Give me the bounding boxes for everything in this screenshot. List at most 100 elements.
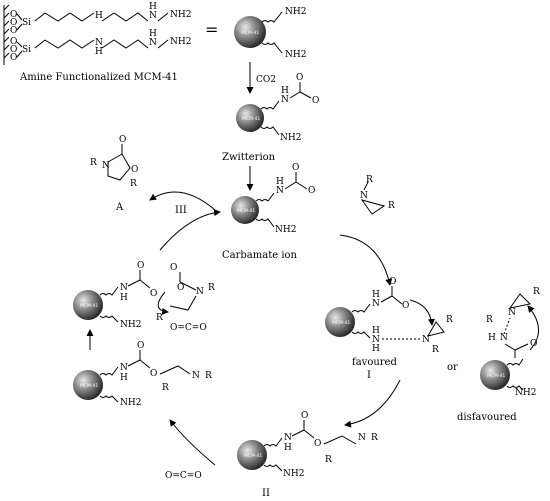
svg-text:NH2: NH2 (285, 50, 306, 60)
svg-text:H: H (120, 373, 128, 383)
nh-label: N (149, 38, 157, 48)
svg-text:O: O (530, 339, 537, 349)
zwitterion-structure: MCM-41 N H O O NH2 Zwitterion (222, 73, 319, 163)
svg-text:O: O (150, 289, 157, 299)
svg-text:O: O (292, 163, 299, 173)
nh-label: N (95, 38, 103, 48)
svg-text:N: N (422, 335, 430, 345)
o-label: O (10, 45, 17, 55)
svg-text:H: H (281, 86, 289, 96)
svg-text:O: O (296, 73, 303, 83)
svg-text:MCM-41: MCM-41 (241, 30, 259, 36)
o-label: O (10, 37, 17, 47)
svg-text:O: O (137, 261, 144, 271)
mcm41-ball-amine: MCM-41 NH2 NH2 (234, 7, 306, 60)
svg-text:MCM-41: MCM-41 (80, 303, 98, 309)
svg-text:N: N (120, 363, 128, 373)
svg-text:R: R (533, 287, 540, 297)
svg-text:NH2: NH2 (283, 469, 304, 479)
svg-text:N: N (508, 308, 516, 318)
step-i-label: I (367, 370, 371, 381)
svg-text:R: R (486, 315, 493, 325)
aziridine-reagent: N R R (360, 175, 395, 215)
svg-text:R: R (205, 371, 212, 381)
zwitterion-label: Zwitterion (222, 152, 276, 163)
co2-bound-intermediate: MCM-41 N H O O N R R NH2 O=C=O (73, 323, 212, 408)
svg-text:O: O (308, 186, 315, 196)
svg-text:O: O (131, 165, 138, 175)
si-label: Si (22, 45, 31, 55)
step-iii-label: III (175, 205, 187, 216)
svg-text:N: N (276, 186, 284, 196)
co2-molecule: O=C=O (165, 471, 202, 481)
svg-text:N: N (281, 95, 289, 105)
o-label: O (10, 18, 17, 28)
svg-text:R: R (432, 345, 439, 355)
svg-text:R: R (162, 383, 169, 393)
svg-text:N: N (196, 287, 204, 297)
svg-text:O: O (150, 369, 157, 379)
o-label: O (10, 53, 17, 63)
carbamate-label: Carbamate ion (222, 250, 298, 261)
svg-text:N: N (360, 191, 368, 201)
carbamate-structure: MCM-41 N H O O NH2 Carbamate ion (222, 163, 315, 261)
svg-text:H: H (120, 293, 128, 303)
svg-text:O: O (402, 301, 409, 311)
svg-text:MCM-41: MCM-41 (487, 373, 505, 379)
svg-text:H: H (372, 290, 380, 300)
svg-text:NH2: NH2 (285, 7, 306, 17)
nh2-label: NH2 (170, 10, 191, 20)
svg-text:R: R (156, 313, 163, 323)
svg-text:R: R (446, 315, 453, 325)
svg-text:NH2: NH2 (120, 320, 141, 330)
svg-text:NH2: NH2 (120, 398, 141, 408)
svg-text:NH2: NH2 (280, 133, 301, 143)
equals-sign: = (205, 20, 218, 39)
svg-text:O: O (312, 96, 319, 106)
svg-text:R: R (371, 433, 378, 443)
svg-text:N: N (284, 433, 292, 443)
svg-text:O: O (170, 263, 177, 273)
svg-text:MCM-41: MCM-41 (80, 383, 98, 389)
svg-text:NH2: NH2 (275, 225, 296, 235)
nh2-label: NH2 (170, 37, 191, 47)
o-label: O (10, 26, 17, 36)
svg-text:H: H (276, 177, 284, 187)
svg-text:O: O (301, 411, 308, 421)
svg-text:R: R (130, 179, 137, 189)
legend-caption: Amine Functionalized MCM-41 (19, 72, 178, 83)
ring-opened-intermediate: MCM-41 N H O O N R R NH2 II (237, 411, 378, 499)
favoured-intermediate: MCM-41 N H O O N H H N R R favoured I or (325, 277, 458, 381)
svg-text:NH2: NH2 (515, 388, 536, 398)
disfavoured-label: disfavoured (457, 412, 517, 423)
n-label: N (149, 11, 157, 21)
favoured-label: favoured (352, 357, 397, 368)
cyclization-intermediate: MCM-41 N H O O O O N R R NH2 (73, 261, 215, 330)
svg-text:O: O (314, 439, 321, 449)
nh-label: H (95, 11, 103, 21)
svg-text:R: R (325, 455, 332, 465)
or-label: or (447, 362, 458, 373)
svg-text:H: H (372, 344, 380, 354)
co2-molecule: O=C=O (170, 323, 207, 333)
svg-text:N: N (500, 333, 508, 343)
co2-reagent: CO2 (256, 75, 276, 85)
product-a-label: A (115, 202, 124, 213)
svg-text:N: N (358, 433, 366, 443)
amine-mcm41-structure: O O O Si H N H NH2 O O O Si N H N H NH2 … (3, 2, 191, 83)
svg-text:H: H (488, 333, 496, 343)
svg-text:O: O (119, 135, 126, 145)
svg-text:N: N (372, 335, 380, 345)
svg-text:H: H (284, 443, 292, 453)
svg-text:R: R (90, 158, 97, 168)
svg-text:MCM-41: MCM-41 (237, 208, 255, 214)
svg-text:R: R (366, 175, 373, 185)
svg-text:MCM-41: MCM-41 (332, 320, 350, 326)
step-ii-label: II (262, 488, 270, 499)
svg-text:N: N (120, 283, 128, 293)
nh-label: H (149, 2, 157, 12)
svg-text:N: N (372, 299, 380, 309)
svg-text:R: R (388, 201, 395, 211)
svg-text:H: H (372, 326, 380, 336)
